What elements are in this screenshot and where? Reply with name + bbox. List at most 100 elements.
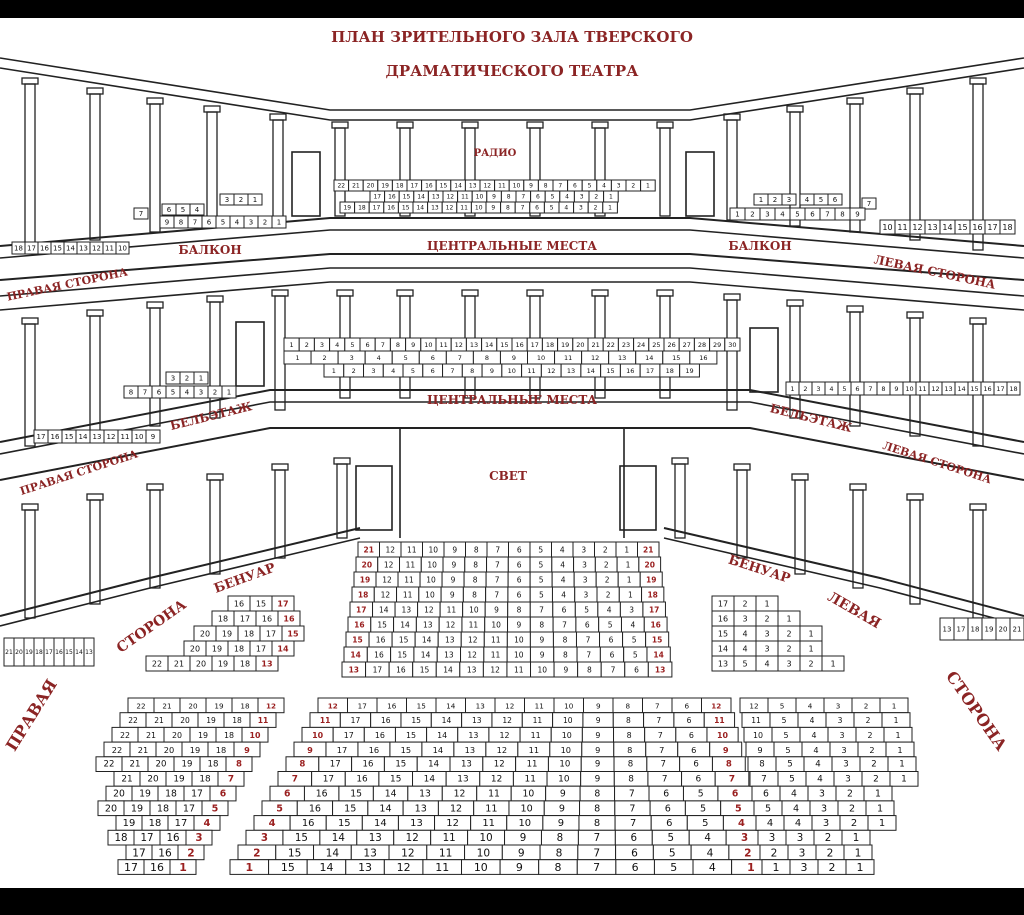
seat[interactable]: 6 bbox=[201, 215, 217, 229]
seat[interactable]: 16 bbox=[37, 241, 52, 255]
seat[interactable]: 11 bbox=[476, 785, 512, 802]
seat[interactable]: 13 bbox=[427, 201, 443, 214]
seat[interactable]: 12 bbox=[450, 337, 467, 352]
seat[interactable]: 10 bbox=[115, 241, 130, 255]
seat[interactable]: 16 bbox=[384, 190, 400, 203]
seat[interactable]: 17 bbox=[271, 595, 295, 612]
seat[interactable]: 3 bbox=[219, 193, 235, 206]
seat[interactable]: 13 bbox=[415, 616, 440, 633]
seat[interactable]: 1 bbox=[863, 785, 893, 802]
seat[interactable]: 2 bbox=[839, 815, 869, 831]
seat[interactable]: 20 bbox=[163, 726, 191, 743]
seat[interactable]: 10 bbox=[508, 179, 525, 192]
seat[interactable]: 16 bbox=[347, 616, 372, 633]
seat[interactable]: 18 bbox=[237, 625, 261, 642]
seat[interactable]: 15 bbox=[389, 741, 423, 758]
seat[interactable]: 3 bbox=[363, 363, 384, 378]
seat[interactable]: 18 bbox=[199, 756, 227, 772]
seat[interactable]: 3 bbox=[811, 815, 841, 831]
seat[interactable]: 16 bbox=[143, 859, 171, 875]
seat[interactable]: 19 bbox=[23, 637, 35, 667]
seat[interactable]: 5 bbox=[201, 800, 229, 817]
seat[interactable]: 13 bbox=[76, 241, 91, 255]
seat[interactable]: 14 bbox=[413, 190, 429, 203]
seat[interactable]: 17 bbox=[318, 756, 353, 772]
seat[interactable]: 11 bbox=[249, 712, 277, 728]
seat[interactable]: 8 bbox=[613, 726, 646, 743]
seat[interactable]: 2 bbox=[733, 595, 757, 612]
seat[interactable]: 4 bbox=[558, 201, 575, 214]
seat[interactable]: 12 bbox=[383, 859, 424, 875]
seat[interactable]: 7 bbox=[600, 661, 626, 678]
seat[interactable]: 5 bbox=[529, 541, 552, 558]
seat[interactable]: 3 bbox=[573, 571, 597, 588]
seat[interactable]: 2 bbox=[594, 556, 618, 573]
seat[interactable]: 4 bbox=[801, 741, 831, 758]
seat[interactable]: 6 bbox=[681, 771, 716, 787]
seat[interactable]: 1 bbox=[881, 712, 911, 728]
seat[interactable]: 1 bbox=[283, 337, 300, 352]
seat[interactable]: 12 bbox=[257, 697, 285, 714]
seat[interactable]: 6 bbox=[161, 203, 177, 216]
seat[interactable]: 2 bbox=[587, 201, 604, 214]
seat[interactable]: 20 bbox=[139, 771, 167, 787]
seat[interactable]: 14 bbox=[412, 201, 429, 214]
seat[interactable]: 12 bbox=[482, 661, 508, 678]
seat[interactable]: 14 bbox=[416, 756, 451, 772]
seat[interactable]: 17 bbox=[259, 625, 283, 642]
seat[interactable]: 20 bbox=[572, 337, 589, 352]
seat[interactable]: 7 bbox=[714, 771, 750, 787]
seat[interactable]: 9 bbox=[581, 741, 615, 758]
seat[interactable]: 11 bbox=[397, 571, 421, 588]
seat[interactable]: 1 bbox=[617, 571, 641, 588]
seat[interactable]: 8 bbox=[463, 571, 487, 588]
seat[interactable]: 14 bbox=[367, 800, 404, 817]
seat[interactable]: 7 bbox=[576, 859, 617, 875]
seat[interactable]: 9 bbox=[709, 741, 743, 758]
seat[interactable]: 9 bbox=[580, 756, 615, 772]
seat[interactable]: 5 bbox=[684, 800, 722, 817]
seat[interactable]: 4 bbox=[805, 771, 835, 787]
seat[interactable]: 21 bbox=[145, 712, 173, 728]
seat[interactable]: 5 bbox=[581, 179, 598, 192]
seat[interactable]: 14 bbox=[63, 241, 78, 255]
seat[interactable]: 21 bbox=[348, 179, 364, 192]
seat[interactable]: 11 bbox=[422, 859, 463, 875]
seat[interactable]: 4 bbox=[733, 625, 757, 642]
seat[interactable]: 3 bbox=[829, 741, 859, 758]
seat[interactable]: 18 bbox=[641, 586, 665, 603]
seat[interactable]: 3 bbox=[733, 610, 757, 627]
seat[interactable]: 3 bbox=[777, 655, 801, 672]
seat[interactable]: 12 bbox=[701, 697, 732, 714]
seat[interactable]: 10 bbox=[131, 429, 147, 444]
seat[interactable]: 6 bbox=[717, 785, 753, 802]
seat[interactable]: 24 bbox=[633, 337, 650, 352]
seat[interactable]: 10 bbox=[420, 556, 444, 573]
seat[interactable]: 17 bbox=[167, 815, 195, 831]
seat[interactable]: 16 bbox=[227, 595, 251, 612]
seat[interactable]: 2 bbox=[799, 655, 823, 672]
seat[interactable]: 18 bbox=[211, 610, 235, 627]
seat[interactable]: 14 bbox=[313, 844, 352, 861]
seat[interactable]: 13 bbox=[427, 190, 444, 203]
seat[interactable]: 5 bbox=[813, 193, 829, 206]
seat[interactable]: 7 bbox=[647, 771, 683, 787]
seat[interactable]: 26 bbox=[663, 337, 680, 352]
seat[interactable]: 20 bbox=[189, 655, 213, 672]
seat[interactable]: 13 bbox=[356, 829, 395, 846]
seat[interactable]: 22 bbox=[145, 655, 169, 672]
seat[interactable]: 14 bbox=[412, 771, 447, 787]
seat[interactable]: 5 bbox=[623, 646, 648, 663]
seat[interactable]: 1 bbox=[616, 556, 640, 573]
seat[interactable]: 5 bbox=[529, 556, 553, 573]
seat[interactable]: 7 bbox=[614, 815, 652, 831]
seat[interactable]: 13 bbox=[465, 337, 483, 352]
seat[interactable]: 6 bbox=[827, 193, 843, 206]
seat[interactable]: 3 bbox=[825, 712, 855, 728]
seat[interactable]: 9 bbox=[581, 726, 615, 743]
seat[interactable]: 8 bbox=[612, 697, 643, 714]
seat[interactable]: 21 bbox=[137, 726, 165, 743]
seat[interactable]: 15 bbox=[662, 350, 691, 365]
seat[interactable]: 12 bbox=[491, 712, 523, 728]
seat[interactable]: 1 bbox=[615, 541, 638, 558]
